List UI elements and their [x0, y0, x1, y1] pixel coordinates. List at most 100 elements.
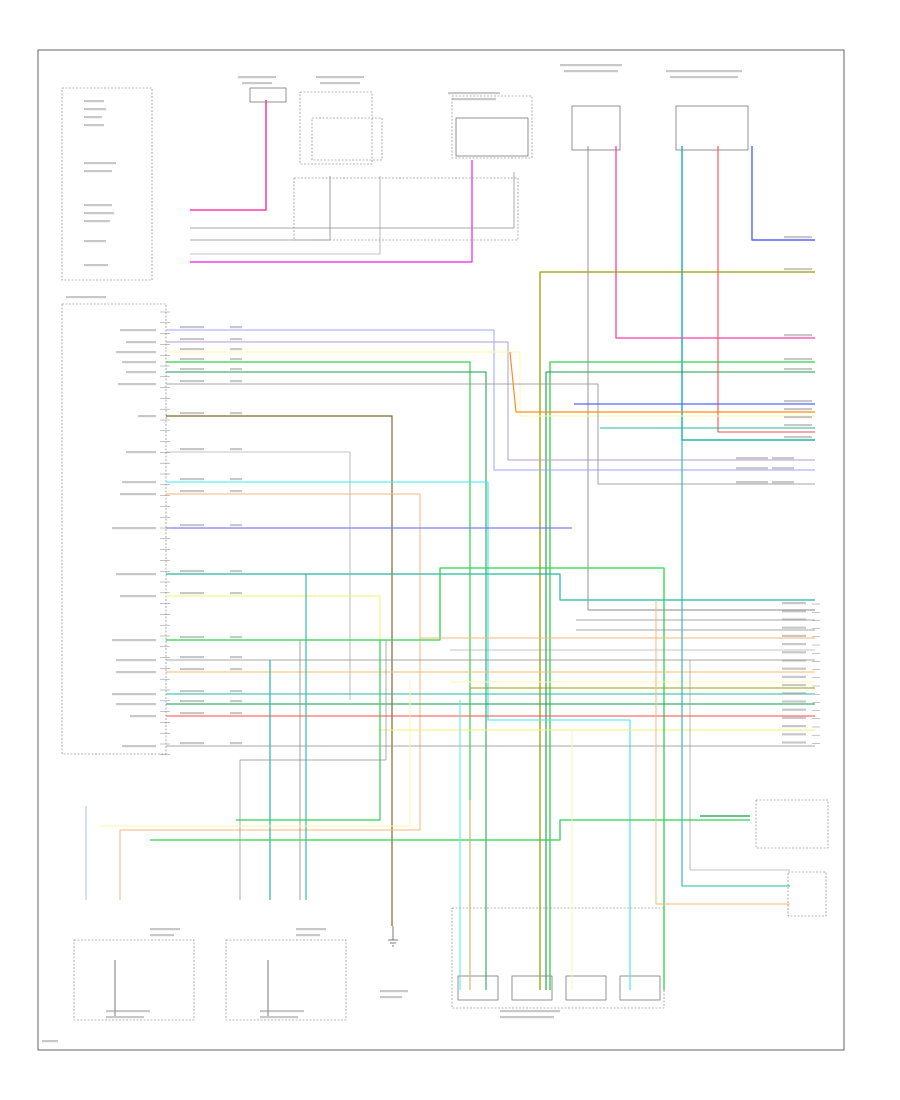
- component-title: [320, 82, 360, 85]
- wire-gauge-label: [230, 490, 242, 493]
- pcm-circuit-label: [126, 451, 156, 454]
- right-wire-label: [736, 467, 768, 470]
- component-title: [564, 70, 618, 73]
- component-title: [452, 98, 496, 101]
- wire-gray-top-3: [190, 176, 381, 255]
- pcm-circuit-label: [122, 361, 156, 364]
- injector-2: [511, 975, 553, 1001]
- wire-lt-blue-row1: [166, 329, 815, 471]
- ground-symbol: [114, 960, 269, 1016]
- component-label: [260, 1010, 304, 1013]
- pcm-circuit-label: [116, 573, 156, 576]
- wire-code-label: [180, 326, 204, 329]
- wire-code-label: [180, 636, 204, 639]
- wire-code-label: [180, 490, 204, 493]
- wire-code-label: [180, 348, 204, 351]
- right-wire-label: [784, 268, 812, 271]
- connector-c: [311, 117, 383, 161]
- wire-orange-row: [509, 351, 815, 413]
- wire-code-label: [180, 380, 204, 383]
- right-wire-label: [784, 400, 812, 403]
- wire-gray-row6: [166, 383, 815, 485]
- wire-gauge-label: [230, 656, 242, 659]
- injector-group: [451, 907, 665, 1009]
- wire-gauge-label: [230, 524, 242, 527]
- ground-symbol: [388, 926, 398, 947]
- harness-wire-label: [782, 675, 806, 678]
- component-label: [380, 990, 408, 993]
- wire-gauge-label: [230, 448, 242, 451]
- harness-wire-label: [782, 684, 806, 687]
- right-wire-label: [784, 368, 812, 371]
- injector-4: [619, 975, 661, 1001]
- diagram-frame: [37, 49, 845, 1051]
- component-label: [500, 1010, 560, 1013]
- wire-gray-right-v: [587, 146, 815, 611]
- top-left-module: [61, 87, 153, 281]
- wire-green-long: [549, 361, 815, 990]
- wire-green-row4: [166, 361, 471, 990]
- sensor-bottom-2: [225, 939, 347, 1021]
- harness-wire-label: [782, 610, 806, 613]
- pcm-circuit-label: [138, 415, 156, 418]
- wire-gauge-label: [230, 690, 242, 693]
- wire-layer: [85, 100, 815, 990]
- component-label: [150, 928, 180, 931]
- switch-box-2: [675, 105, 749, 151]
- wire-green-lower: [150, 819, 750, 841]
- page-id: [42, 1040, 58, 1043]
- wire-gauge-label: [230, 570, 242, 573]
- component-label: [296, 928, 326, 931]
- wire-gray-top-1: [190, 172, 515, 229]
- harness-wire-label: [782, 708, 806, 711]
- right-wire-label: [784, 408, 812, 411]
- component-title: [242, 82, 272, 85]
- label-layer: [42, 64, 812, 1043]
- wire-gauge-label: [230, 368, 242, 371]
- wire-gauge-label: [230, 592, 242, 595]
- wire-violet-row2: [166, 341, 815, 461]
- right-wire-label: [784, 424, 812, 427]
- pcm-circuit-label: [116, 659, 156, 662]
- harness-wire-label: [782, 602, 806, 605]
- component-label: [106, 1016, 144, 1019]
- harness-wire-label: [782, 651, 806, 654]
- wire-gauge-label: [230, 712, 242, 715]
- harness-wire-label: [782, 700, 806, 703]
- wire-blue-right: [751, 146, 815, 241]
- connector-e: [455, 117, 529, 157]
- pcm-circuit-label: [122, 481, 156, 484]
- component-title: [666, 70, 742, 73]
- component-title: [670, 76, 738, 79]
- right-wire-label: [784, 334, 812, 337]
- right-circuit-label: [772, 467, 794, 470]
- pcm-circuit-label: [112, 693, 156, 696]
- wire-tan-far: [655, 600, 790, 905]
- wire-gauge-label: [230, 338, 242, 341]
- wire-code-label: [180, 338, 204, 341]
- wire-code-label: [180, 742, 204, 745]
- harness-wire-label: [782, 692, 806, 695]
- right-wire-label: [784, 416, 812, 419]
- ground-symbols: [114, 926, 398, 1016]
- wire-dkgreen-row5: [166, 371, 487, 990]
- wire-dkgreen-long: [545, 371, 815, 990]
- right-wire-label: [736, 481, 768, 484]
- pcm-circuit-label: [116, 351, 156, 354]
- wire-code-label: [180, 570, 204, 573]
- wire-gray-top-2: [190, 176, 331, 241]
- pcm-circuit-label: [112, 527, 156, 530]
- connector-pins: [160, 311, 820, 756]
- component-title: [560, 64, 622, 67]
- wire-gray-far: [689, 660, 790, 871]
- wire-gray-sensor3: [239, 640, 387, 900]
- wire-gray-row8: [166, 451, 351, 700]
- wire-yellow-row13: [166, 595, 815, 731]
- wire-cyan-row9: [166, 481, 631, 990]
- right-connector: [787, 871, 827, 917]
- wire-gauge-label: [230, 358, 242, 361]
- wire-gauge-label: [230, 700, 242, 703]
- wire-magenta-top: [190, 160, 473, 263]
- wire-gauge-label: [230, 478, 242, 481]
